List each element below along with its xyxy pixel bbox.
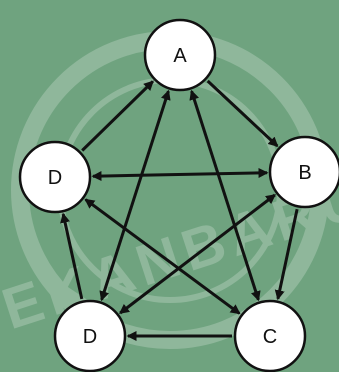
node-circle	[143, 18, 217, 92]
node-circle	[18, 140, 92, 214]
node-circle	[268, 135, 339, 209]
edge-n-bottom-left-to-n-left	[60, 212, 84, 300]
edge-n-left-to-n-right	[91, 167, 269, 182]
node-circle	[53, 299, 127, 372]
node-label: B	[298, 162, 311, 184]
node-n-right: B	[268, 135, 339, 209]
edge-n-right-to-n-bottom-right	[274, 208, 299, 301]
node-label: D	[83, 326, 97, 348]
edges	[60, 79, 299, 341]
node-n-bottom-left: D	[53, 299, 127, 372]
nodes: A B C D D	[18, 18, 339, 372]
edge-n-top-to-n-right	[206, 79, 279, 148]
node-label: C	[263, 326, 277, 348]
node-circle	[233, 299, 307, 372]
node-label: A	[173, 45, 187, 67]
node-label: D	[48, 167, 62, 189]
node-n-bottom-right: C	[233, 299, 307, 372]
node-n-left: D	[18, 140, 92, 214]
edge-n-right-to-n-bottom-left	[119, 193, 276, 315]
node-n-top: A	[143, 18, 217, 92]
